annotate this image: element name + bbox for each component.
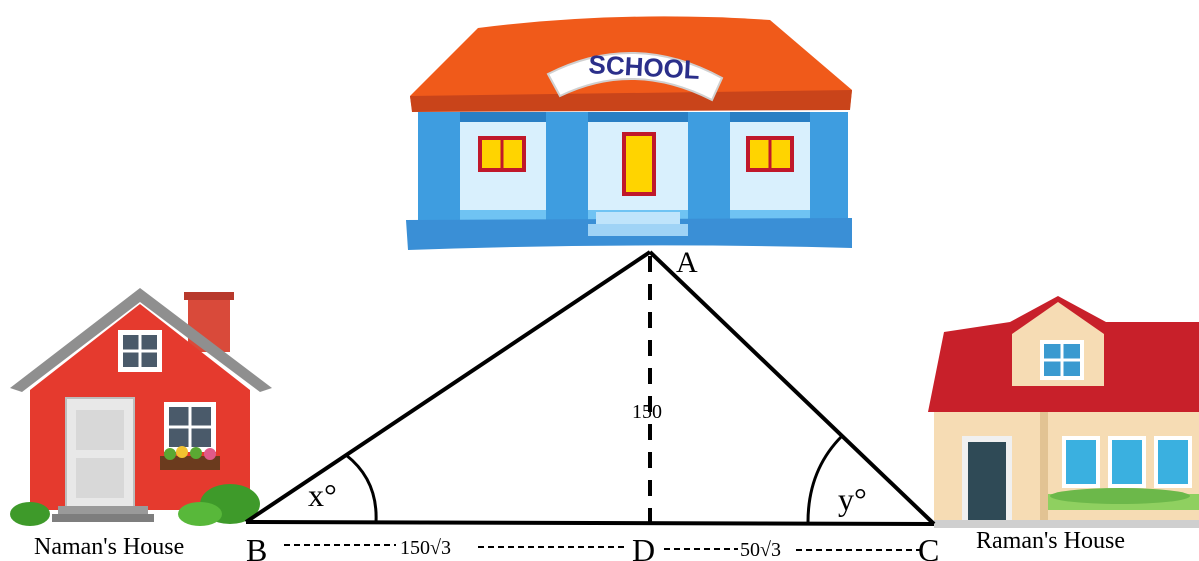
raman-house-illustration	[928, 296, 1199, 528]
side-bc	[245, 520, 935, 526]
naman-house-illustration	[10, 288, 272, 526]
angle-label-y: y°	[838, 481, 867, 517]
point-label-a: A	[676, 246, 698, 279]
naman-house-label: Naman's House	[34, 534, 184, 560]
measure-ad: 150	[632, 401, 662, 423]
angle-arc-x	[345, 453, 378, 523]
school-sign-text: SCHOOL	[588, 49, 701, 85]
angle-arc-y	[806, 434, 844, 523]
school-building-illustration	[406, 16, 852, 250]
side-ab	[244, 250, 652, 524]
point-label-d: D	[632, 532, 655, 561]
side-ac	[648, 250, 936, 526]
measurement-line	[284, 544, 922, 551]
triangle-abc	[244, 250, 936, 526]
point-label-c: C	[918, 532, 939, 561]
measure-bd: 150√3	[400, 537, 451, 559]
raman-house-label: Raman's House	[976, 528, 1125, 554]
point-label-b: B	[246, 532, 267, 561]
measure-dc: 50√3	[740, 539, 781, 561]
angle-label-x: x°	[308, 477, 337, 513]
